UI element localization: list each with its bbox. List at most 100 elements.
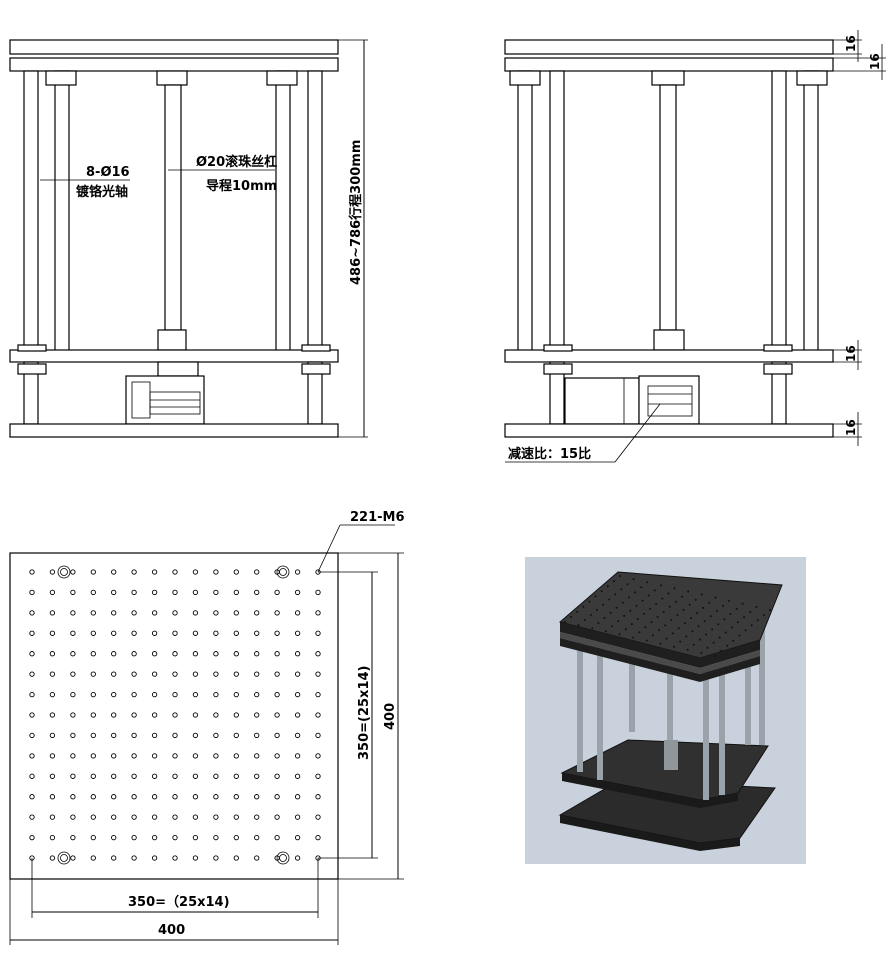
render-hole [683, 622, 686, 625]
render-hole [717, 623, 720, 626]
m6-hole [213, 753, 219, 759]
m6-hole [29, 773, 35, 779]
render-hole [762, 614, 765, 617]
render-hole [614, 593, 617, 596]
m6-hole [192, 671, 199, 677]
m6-hole [315, 630, 321, 636]
render-hole [702, 606, 705, 609]
m6-hole [49, 630, 56, 636]
m6-hole [70, 855, 76, 861]
m6-hole [151, 855, 158, 861]
m6-hole [131, 610, 137, 616]
render-hole [620, 588, 623, 591]
m6-hole [233, 855, 239, 861]
m6-hole [233, 630, 239, 636]
m6-hole [49, 794, 56, 800]
render-hole [700, 593, 703, 596]
render-hole [632, 578, 635, 581]
m6-hole [254, 773, 260, 779]
side-view: 16 16 16 16 减速比：15比 [504, 30, 886, 463]
render-hole [676, 614, 679, 616]
m6-hole [192, 691, 199, 698]
m6-hole [274, 671, 280, 677]
m6-hole [90, 671, 96, 677]
render-hole [636, 618, 639, 620]
render-hole [708, 601, 711, 604]
m6-hole [233, 691, 239, 698]
render-hole [743, 616, 746, 619]
reduction-ratio-label: 减速比：15比 [508, 446, 591, 462]
render-hole [646, 581, 649, 584]
m6-hole [131, 651, 137, 657]
m6-hole [233, 773, 239, 779]
render-hole [649, 607, 652, 610]
m6-hole [70, 773, 76, 779]
m6-hole [294, 732, 301, 739]
render-hole [632, 636, 635, 639]
m6-hole [90, 651, 96, 657]
m6-hole [192, 589, 199, 596]
m6-hole [172, 834, 178, 841]
m6-hole [315, 589, 321, 596]
m6-hole [70, 794, 76, 800]
m6-hole [213, 834, 219, 841]
render-hole [737, 621, 739, 624]
render-hole [720, 649, 723, 652]
render-hole [726, 644, 729, 647]
render-hole [744, 629, 747, 632]
m6-hole [151, 671, 158, 677]
render-hole [647, 594, 650, 597]
m6-hole [274, 814, 280, 820]
m6-hole [151, 691, 158, 698]
height-dimension-label: 486~786行程300mm [348, 140, 364, 285]
render-hole [685, 635, 688, 638]
render-hole [643, 612, 645, 615]
m6-hole [151, 712, 158, 718]
render-hole [724, 631, 727, 634]
m6-hole [131, 630, 137, 636]
render-hole [714, 655, 716, 657]
m6-hole [90, 794, 96, 800]
front-view: 8-Ø16 镀铬光轴 Ø20滚珠丝杠 导程10mm 486~786行程300mm [9, 39, 368, 438]
m6-hole [172, 569, 178, 575]
render-hole [712, 641, 715, 644]
m6-hole [111, 773, 117, 779]
m6-hole [70, 732, 76, 739]
pitch-horizontal-label: 350=（25x14) [128, 894, 230, 910]
m6-hole [172, 651, 178, 657]
m6-hole [172, 610, 178, 616]
m6-hole [213, 610, 219, 616]
render-hole [651, 634, 654, 637]
m6-hole [274, 712, 280, 718]
m6-hole [213, 569, 219, 575]
render-hole [675, 600, 677, 603]
m6-hole [49, 712, 56, 718]
render-hole [662, 610, 665, 613]
m6-hole [254, 569, 260, 575]
render-hole [703, 620, 706, 623]
screw-label-line1: Ø20滚珠丝杠 [196, 154, 277, 170]
m6-hole [29, 589, 35, 596]
render-hole [645, 639, 648, 642]
render-hole [602, 603, 605, 606]
m6-hole [254, 855, 260, 861]
m6-hole [254, 814, 260, 820]
m6-hole [29, 651, 35, 657]
render-hole [600, 590, 603, 593]
m6-hole [90, 834, 96, 841]
m6-hole [315, 834, 321, 841]
render-hole [589, 613, 592, 616]
render-hole [694, 598, 697, 601]
m6-hole [111, 589, 117, 596]
pitch-vertical-label: 350=(25x14) [357, 666, 372, 760]
render-hole [604, 630, 607, 633]
m6-hole [172, 712, 178, 718]
render-hole [623, 614, 626, 617]
render-hole [588, 600, 591, 603]
render-hole [692, 643, 695, 646]
render-hole [670, 619, 673, 622]
render-hole [661, 597, 664, 600]
render-hole [730, 626, 733, 629]
render-hole [697, 625, 700, 628]
m6-hole [70, 589, 76, 596]
